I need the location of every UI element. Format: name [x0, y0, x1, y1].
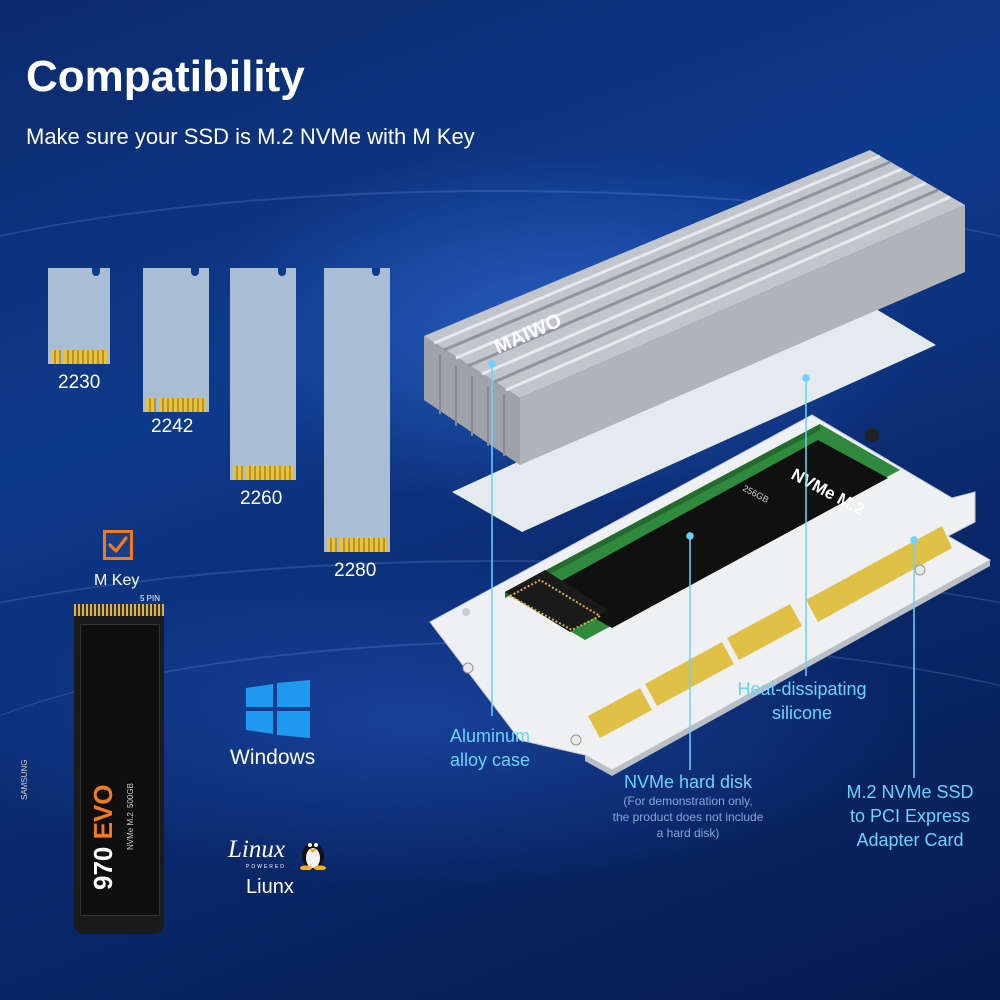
ssd-size-2260 [230, 268, 296, 480]
ssd-pins [327, 538, 337, 552]
ssd-pins [64, 350, 107, 364]
size-label: 2230 [58, 372, 101, 393]
callout-silicone: Heat-dissipating silicone [712, 677, 892, 725]
ssd-size-2242 [143, 268, 209, 412]
ssd-pins [233, 466, 243, 480]
size-label: 2260 [240, 488, 283, 509]
ssd-pins [340, 538, 387, 552]
ssd-pins [146, 398, 156, 412]
size-label: 2242 [151, 416, 194, 437]
callout-adapter-card: M.2 NVMe SSD to PCI Express Adapter Card [832, 780, 988, 852]
nvme-drive: NVMe M.2 256GB [505, 424, 900, 640]
callout-lines [488, 360, 918, 778]
ssd-pins [51, 350, 61, 364]
callout-line: alloy case [449, 750, 531, 770]
ssd-pins [246, 466, 293, 480]
m-key-checkbox [103, 530, 133, 560]
linux-logo-text: Linux [228, 836, 285, 863]
ssd-notch [372, 268, 380, 276]
ssd-size-2230 [48, 268, 110, 364]
bg-wave [0, 560, 1000, 942]
callout-aluminum-case: Aluminum alloy case [430, 724, 550, 772]
pcie-contacts [588, 688, 652, 738]
linux-powered-text: POWERED [246, 864, 286, 870]
page-title: Compatibility [26, 52, 305, 101]
linux-label: Liunx [246, 876, 294, 898]
pin-label: 5 PIN [140, 594, 161, 603]
check-icon [108, 536, 128, 553]
callout-line: Aluminum [449, 726, 531, 746]
ssd-pins [159, 398, 206, 412]
windows-icon [246, 680, 310, 738]
aluminum-heatsink: MAIWO [424, 150, 965, 465]
note-line: a hard disk) [656, 826, 720, 840]
ssd-size-2280 [324, 268, 390, 552]
ssd-connector [74, 604, 164, 616]
callout-line: silicone [771, 703, 833, 723]
tux-icon [300, 843, 326, 870]
sample-ssd [74, 604, 164, 934]
callout-nvme-disk: NVMe hard disk [623, 772, 753, 792]
ssd-label [80, 624, 160, 916]
note-line: (For demonstration only, [623, 794, 753, 808]
silicone-pad [452, 303, 936, 532]
m-key-label: M Key [94, 572, 140, 589]
callout-line: M.2 NVMe SSD [846, 782, 974, 802]
windows-label: Windows [230, 746, 316, 769]
callout-line: Heat-dissipating [737, 679, 867, 699]
ssd-notch [92, 268, 100, 276]
pcie-contacts [727, 604, 802, 660]
callout-line: to PCI Express [849, 806, 971, 826]
adapter-card-pcb [429, 414, 992, 776]
page-subtitle: Make sure your SSD is M.2 NVMe with M Ke… [26, 124, 475, 149]
size-label: 2280 [334, 560, 377, 581]
callout-disk-note: (For demonstration only, the product doe… [590, 793, 786, 841]
callout-line: Adapter Card [856, 830, 964, 850]
pcie-contacts [806, 526, 952, 622]
bg-wave [0, 190, 1000, 492]
note-line: the product does not include [612, 810, 764, 824]
ssd-notch [191, 268, 199, 276]
ssd-notch [278, 268, 286, 276]
